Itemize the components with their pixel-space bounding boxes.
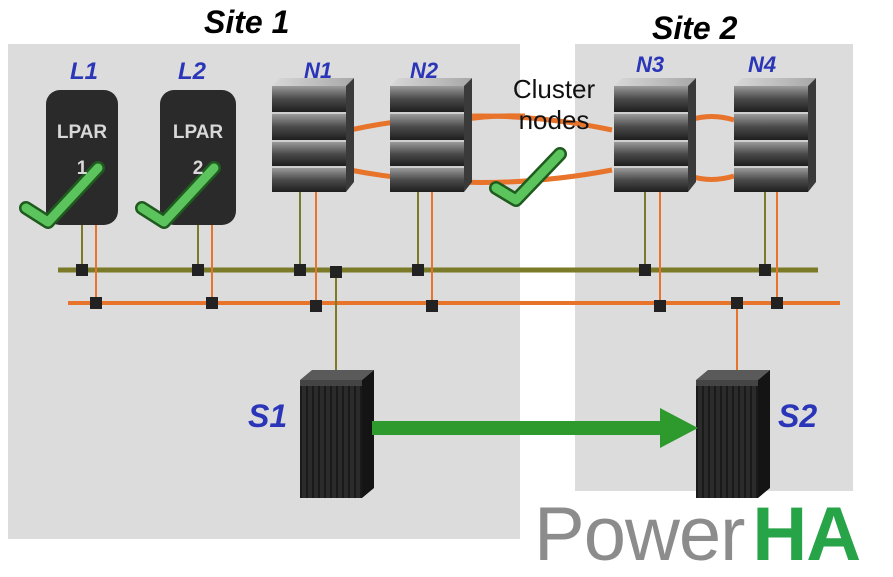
- bus-connectors: [76, 264, 783, 312]
- logo-text-ha: HA: [752, 492, 861, 577]
- lpar-1-label: L1: [70, 58, 99, 85]
- node-n3-label: N3: [636, 52, 665, 77]
- logo-text-power: Power: [534, 492, 745, 577]
- lpar-2-box-number: 2: [192, 158, 204, 179]
- node-n4-label: N4: [748, 52, 777, 77]
- site-1-title: Site 1: [204, 4, 290, 40]
- storage-s2: [696, 370, 770, 498]
- storage-s1: [300, 370, 374, 498]
- checkmark-icon: [21, 163, 103, 227]
- checkmark-icon: [137, 163, 219, 227]
- server-n2: [390, 78, 472, 192]
- lpar-1-box-number: 1: [76, 158, 88, 179]
- server-n1: [272, 78, 354, 192]
- storage-s2-label: S2: [778, 398, 818, 434]
- checkmark-icon: [491, 149, 565, 205]
- lpar-2-box-title: LPAR: [172, 122, 224, 143]
- lpar-2-label: L2: [178, 58, 207, 85]
- lpar-2-box: [160, 90, 236, 225]
- cluster-nodes-caption: Cluster nodes: [494, 74, 614, 136]
- cluster-caption-line1: Cluster: [512, 74, 596, 104]
- network-drops: [81, 192, 778, 372]
- lpar-1-box-title: LPAR: [56, 122, 108, 143]
- server-n4: [734, 78, 816, 192]
- node-n2-label: N2: [410, 58, 439, 83]
- replication-arrow: [372, 408, 698, 448]
- node-n1-label: N1: [304, 58, 333, 83]
- storage-s1-label: S1: [248, 398, 288, 434]
- site-2-title: Site 2: [652, 10, 738, 46]
- cluster-caption-line2: nodes: [518, 105, 590, 135]
- server-n3: [614, 78, 696, 192]
- lpar-1-box: [46, 90, 118, 225]
